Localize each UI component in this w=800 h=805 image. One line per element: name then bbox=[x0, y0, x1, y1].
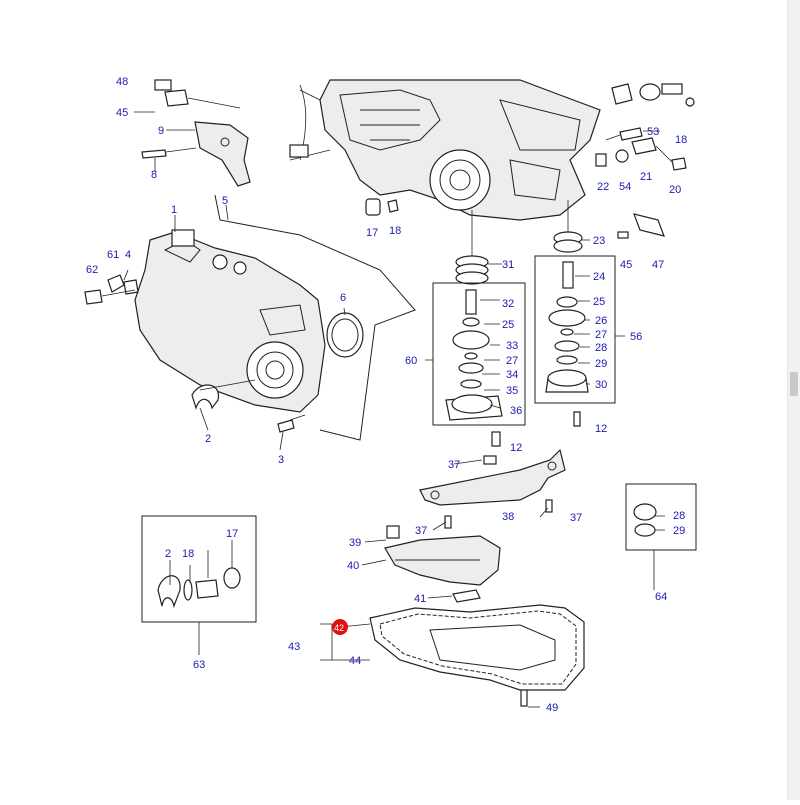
callout-44[interactable]: 44 bbox=[349, 655, 361, 667]
callout-63[interactable]: 63 bbox=[193, 659, 205, 671]
callout-64[interactable]: 64 bbox=[655, 591, 667, 603]
callout-29-box[interactable]: 29 bbox=[673, 525, 685, 537]
top-right-parts bbox=[595, 83, 695, 171]
callout-33[interactable]: 33 bbox=[506, 340, 518, 352]
callout-49[interactable]: 49 bbox=[546, 702, 558, 714]
callout-45-right[interactable]: 45 bbox=[620, 259, 632, 271]
callout-62[interactable]: 62 bbox=[86, 264, 98, 276]
callout-5[interactable]: 5 bbox=[222, 195, 228, 207]
transmission-case-drawing bbox=[289, 79, 601, 221]
callout-28-right[interactable]: 28 bbox=[595, 342, 607, 354]
assembly-box-64 bbox=[625, 483, 697, 551]
callout-34[interactable]: 34 bbox=[506, 369, 518, 381]
callout-23[interactable]: 23 bbox=[593, 235, 605, 247]
callout-31[interactable]: 31 bbox=[502, 259, 514, 271]
callout-25-right[interactable]: 25 bbox=[593, 296, 605, 308]
callout-35[interactable]: 35 bbox=[506, 385, 518, 397]
callout-8[interactable]: 8 bbox=[151, 169, 157, 181]
callout-6[interactable]: 6 bbox=[340, 292, 346, 304]
assembly-box-63 bbox=[141, 515, 257, 623]
callout-24[interactable]: 24 bbox=[593, 271, 605, 283]
assembly-box-56 bbox=[534, 255, 616, 427]
top-left-parts bbox=[141, 79, 251, 187]
callout-53[interactable]: 53 bbox=[647, 126, 659, 138]
callout-2-box[interactable]: 2 bbox=[165, 548, 171, 560]
oil-pan-44 bbox=[320, 604, 585, 707]
callout-22[interactable]: 22 bbox=[597, 181, 609, 193]
callout-9[interactable]: 9 bbox=[158, 125, 164, 137]
callout-38[interactable]: 38 bbox=[502, 511, 514, 523]
callout-39[interactable]: 39 bbox=[349, 537, 361, 549]
callout-32[interactable]: 32 bbox=[502, 298, 514, 310]
highlight-marker bbox=[332, 619, 348, 635]
callout-37-left[interactable]: 37 bbox=[415, 525, 427, 537]
callout-20[interactable]: 20 bbox=[669, 184, 681, 196]
callout-4[interactable]: 4 bbox=[125, 249, 131, 261]
callout-40[interactable]: 40 bbox=[347, 560, 359, 572]
callout-37-right[interactable]: 37 bbox=[570, 512, 582, 524]
callout-1[interactable]: 1 bbox=[171, 204, 177, 216]
callout-42[interactable]: 42 bbox=[334, 623, 344, 633]
callout-12-left[interactable]: 12 bbox=[510, 442, 522, 454]
callout-17[interactable]: 17 bbox=[366, 227, 378, 239]
case-cover-drawing bbox=[84, 194, 416, 441]
callout-41[interactable]: 41 bbox=[414, 593, 426, 605]
callout-61[interactable]: 61 bbox=[107, 249, 119, 261]
callout-17-box[interactable]: 17 bbox=[226, 528, 238, 540]
callout-18-box[interactable]: 18 bbox=[182, 548, 194, 560]
callout-45[interactable]: 45 bbox=[116, 107, 128, 119]
callout-21[interactable]: 21 bbox=[640, 171, 652, 183]
callout-54[interactable]: 54 bbox=[619, 181, 631, 193]
vertical-scrollbar[interactable] bbox=[787, 0, 800, 800]
callout-2[interactable]: 2 bbox=[205, 433, 211, 445]
callout-28-box[interactable]: 28 bbox=[673, 510, 685, 522]
callout-60[interactable]: 60 bbox=[405, 355, 417, 367]
callout-37-top[interactable]: 37 bbox=[448, 459, 460, 471]
bracket-38 bbox=[419, 448, 566, 529]
callout-25-left[interactable]: 25 bbox=[502, 319, 514, 331]
callout-3[interactable]: 3 bbox=[278, 454, 284, 466]
callout-29-right[interactable]: 29 bbox=[595, 358, 607, 370]
callout-47[interactable]: 47 bbox=[652, 259, 664, 271]
filter-parts-17-18 bbox=[365, 198, 399, 216]
callout-18[interactable]: 18 bbox=[389, 225, 401, 237]
callout-48[interactable]: 48 bbox=[116, 76, 128, 88]
callout-43[interactable]: 43 bbox=[288, 641, 300, 653]
oil-strainer-40 bbox=[384, 525, 501, 603]
assembly-box-60 bbox=[432, 282, 526, 447]
springs-31-23 bbox=[455, 200, 665, 285]
callout-36[interactable]: 36 bbox=[510, 405, 522, 417]
callout-27-right[interactable]: 27 bbox=[595, 329, 607, 341]
callout-26[interactable]: 26 bbox=[595, 315, 607, 327]
leader-lines bbox=[134, 111, 665, 708]
callout-56[interactable]: 56 bbox=[630, 331, 642, 343]
callout-labels: 48 45 9 8 17 18 1 5 4 61 62 6 2 3 53 18 … bbox=[86, 76, 687, 714]
callout-30[interactable]: 30 bbox=[595, 379, 607, 391]
scrollbar-thumb[interactable] bbox=[790, 372, 798, 396]
callout-27-left[interactable]: 27 bbox=[506, 355, 518, 367]
callout-18-top[interactable]: 18 bbox=[675, 134, 687, 146]
callout-12-right[interactable]: 12 bbox=[595, 423, 607, 435]
